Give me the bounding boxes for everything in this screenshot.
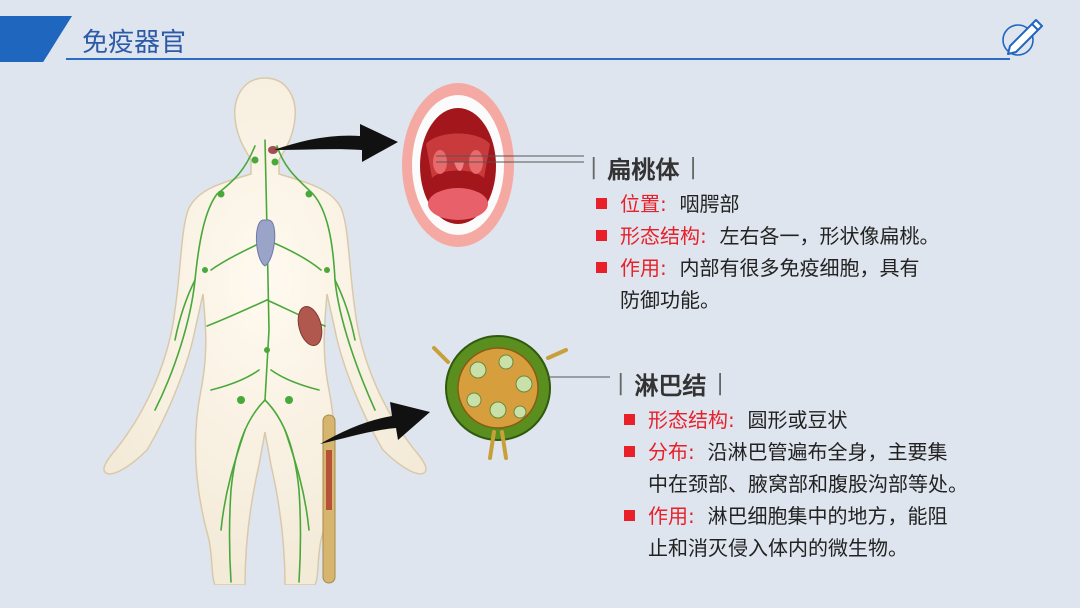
bullet-square-icon: [624, 510, 635, 521]
title-tab: [0, 16, 72, 62]
tonsil-heading: | 扁桃体 |: [590, 150, 697, 185]
lymph-item-structure: 形态结构: 圆形或豆状: [624, 404, 847, 436]
lymph-heading: | 淋巴结 |: [617, 366, 724, 401]
bullet-square-icon: [596, 262, 607, 273]
bullet-square-icon: [624, 414, 635, 425]
lymphatic-system-illustration: [103, 77, 427, 585]
lymph-node-leader-line: [548, 376, 610, 378]
tonsil-title: 扁桃体: [607, 156, 680, 184]
lymph-item-function: 作用: 淋巴细胞集中的地方，能阻 止和消灭侵入体内的微生物。: [624, 500, 947, 564]
tonsil-mouth-illustration: [402, 83, 514, 247]
lymph-node-illustration: [432, 335, 568, 460]
tonsil-item-function: 作用: 内部有很多免疫细胞，具有 防御功能。: [596, 252, 919, 316]
tonsil-leader-line: [436, 155, 584, 163]
tonsil-item-location: 位置: 咽腭部: [596, 188, 739, 220]
lymph-title: 淋巴结: [634, 372, 707, 400]
arrow-to-lymph-node: [320, 402, 430, 444]
pen-icon: [1002, 19, 1043, 56]
page-title: 免疫器官: [82, 28, 187, 58]
bullet-square-icon: [596, 230, 607, 241]
title-underline: [66, 58, 1010, 60]
arrow-to-tonsil: [274, 124, 398, 162]
lymph-item-distribution: 分布: 沿淋巴管遍布全身，主要集 中在颈部、腋窝部和腹股沟部等处。: [624, 436, 968, 500]
bullet-square-icon: [624, 446, 635, 457]
tonsil-item-structure: 形态结构: 左右各一，形状像扁桃。: [596, 220, 939, 252]
bullet-square-icon: [596, 198, 607, 209]
